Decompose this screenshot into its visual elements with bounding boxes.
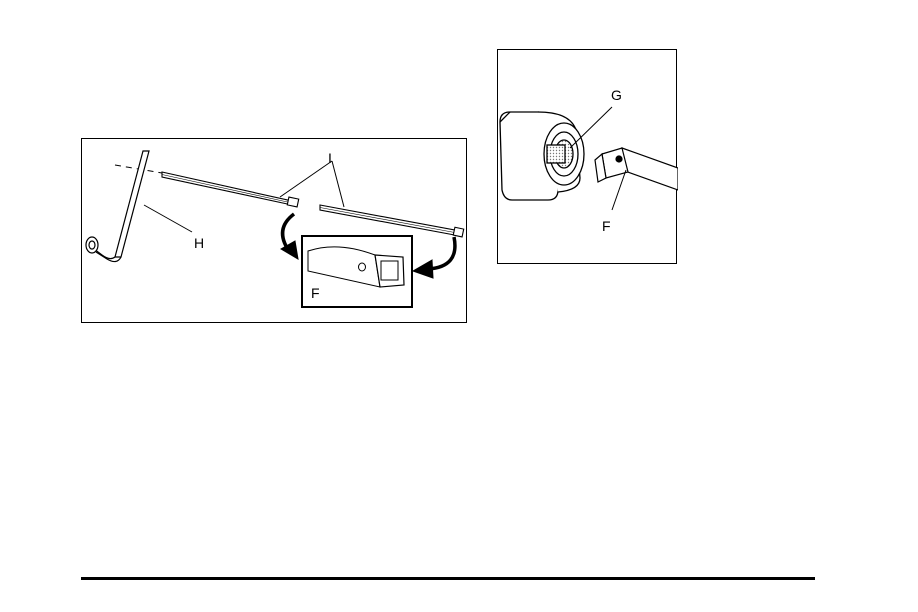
callout-rod-end-label: F xyxy=(311,286,320,300)
callout-rods-label: I xyxy=(328,151,332,165)
callout-rod-end-label-right: F xyxy=(602,219,611,233)
wrench-and-rods-drawing xyxy=(82,139,468,324)
access-cover xyxy=(500,112,584,200)
wheel-wrench xyxy=(86,151,149,262)
rod-end xyxy=(595,148,678,190)
footer-rule xyxy=(81,577,815,580)
hoist-shaft-drawing xyxy=(498,50,678,265)
extension-rods xyxy=(162,172,464,237)
callout-wrench-label: H xyxy=(194,236,204,250)
hoist-shaft-figure: G F xyxy=(497,49,677,264)
callout-hoist-shaft-label: G xyxy=(611,88,622,102)
wrench-and-rods-figure: I H F xyxy=(81,138,467,323)
